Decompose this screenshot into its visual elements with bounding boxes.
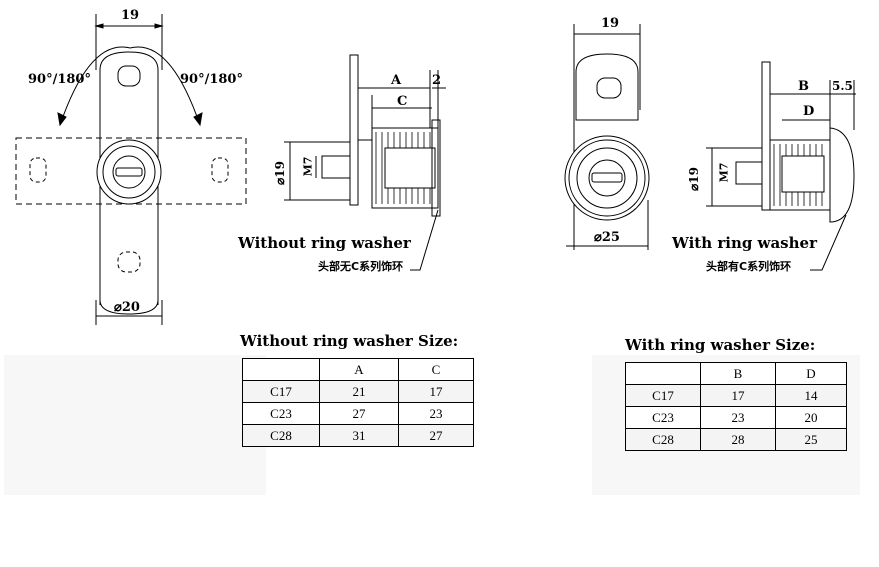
table-cell: C17 [242,380,320,403]
dimension-a: A [391,73,402,88]
caption-with-ring-washer: With ring washer [672,234,817,252]
table-header-cell: A [319,358,399,381]
rotation-label-right: 90°/180° [180,72,243,87]
table-cell: 27 [398,424,474,447]
left-bottom-diameter-dimension: ⌀20 [114,300,140,315]
dimension-d: D [803,104,815,119]
table-row: C17 17 14 [625,384,847,407]
table-cell: C28 [242,424,320,447]
right-front-view [564,24,650,250]
dimension-b: B [798,79,809,94]
table-cell: 23 [398,402,474,425]
table-cell: 21 [319,380,399,403]
table-cell: C17 [625,384,701,407]
caption-without-ring-washer-cn: 头部无C系列饰环 [318,260,404,273]
table-row: C23 23 20 [625,406,847,429]
right-side-diameter-dimension: ⌀19 [686,167,701,191]
table-cell: 23 [700,406,776,429]
dimension-2: 2 [432,73,442,88]
size-table-with-ring-washer: B D C17 17 14 C23 23 20 C28 28 25 [625,362,847,451]
table-title-with-ring-washer: With ring washer Size: [625,336,816,354]
table-header-cell [242,358,320,381]
table-title-without-ring-washer: Without ring washer Size: [240,332,459,350]
caption-without-ring-washer: Without ring washer [238,234,411,252]
table-row: C17 21 17 [242,380,474,403]
table-row: C28 31 27 [242,424,474,447]
table-cell: C23 [242,402,320,425]
table-cell: C28 [625,428,701,451]
dimension-c: C [397,94,408,109]
table-header-cell: D [775,362,847,385]
right-side-view [706,61,856,271]
table-header-cell: C [398,358,474,381]
table-row: C23 27 23 [242,402,474,425]
right-width-dimension: 19 [601,16,620,31]
table-header-row: B D [625,362,847,385]
dimension-5-5: 5.5 [832,79,853,93]
table-cell: 25 [775,428,847,451]
right-bottom-diameter-dimension: ⌀25 [594,230,620,245]
table-cell: C23 [625,406,701,429]
left-width-dimension: 19 [121,8,140,23]
table-cell: 17 [700,384,776,407]
left-front-view [15,14,247,325]
table-cell: 31 [319,424,399,447]
right-thread-dimension: M7 [717,162,731,183]
left-side-diameter-dimension: ⌀19 [272,161,287,185]
table-cell: 17 [398,380,474,403]
background-haze-left [4,355,266,495]
table-header-row: A C [242,358,474,381]
left-side-view [284,54,446,271]
left-thread-dimension: M7 [301,156,315,177]
table-row: C28 28 25 [625,428,847,451]
size-table-without-ring-washer: A C C17 21 17 C23 27 23 C28 31 27 [242,358,474,447]
table-cell: 28 [700,428,776,451]
table-cell: 27 [319,402,399,425]
rotation-label-left: 90°/180° [28,72,91,87]
caption-with-ring-washer-cn: 头部有C系列饰环 [706,260,792,273]
table-header-cell [625,362,701,385]
table-cell: 20 [775,406,847,429]
table-header-cell: B [700,362,776,385]
table-cell: 14 [775,384,847,407]
